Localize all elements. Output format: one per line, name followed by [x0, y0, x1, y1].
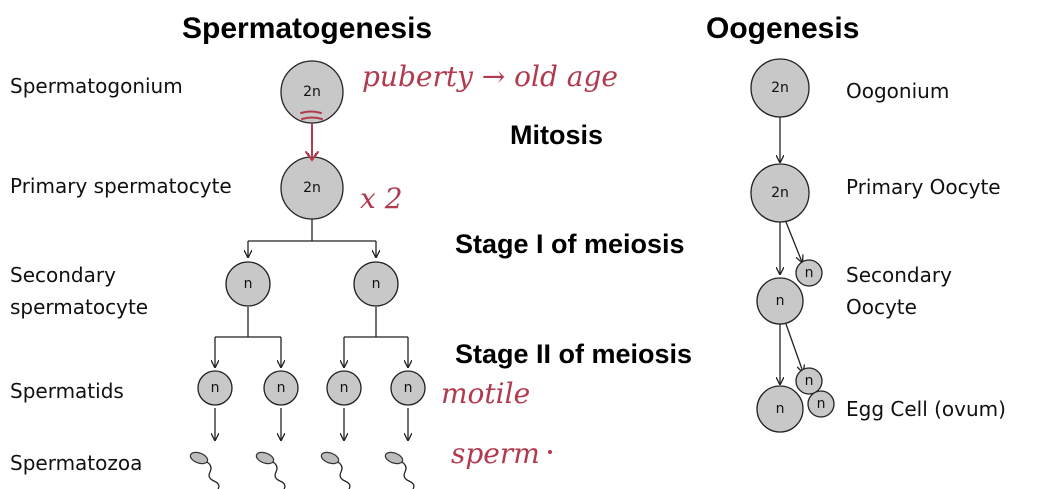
polar-body-2-ploidy: n [805, 373, 814, 389]
spermatogenesis-heading: Spermatogenesis [182, 12, 432, 45]
motile-annotation: motile [441, 377, 530, 410]
primary-to-polar-body-arrow [785, 221, 802, 262]
secondary-spermatocyte-left: n [225, 261, 271, 307]
secondary-spermatocyte-label-line1: Secondary [10, 263, 116, 287]
spermatid-3: n [326, 370, 362, 406]
spermatid-4-ploidy: n [404, 380, 413, 396]
times-two-annotation: x 2 [360, 182, 403, 215]
puberty-annotation: puberty → old age [362, 60, 618, 93]
secondary-oocyte-cell: n [756, 277, 804, 325]
mitosis-label: Mitosis [510, 120, 603, 150]
spermatids-label: Spermatids [10, 379, 124, 403]
oogonium-label: Oogonium [846, 79, 949, 103]
primary-oocyte-label: Primary Oocyte [846, 175, 1001, 199]
spermatogonium-label: Spermatogonium [10, 74, 183, 98]
spermatozoon-1 [189, 451, 220, 489]
secondary-oocyte-label-line1: Secondary [846, 263, 952, 287]
oo-connectors [780, 116, 803, 384]
secondary-spermatocyte-label-line2: spermatocyte [10, 295, 148, 319]
primary-oocyte-cell: 2n [750, 163, 810, 223]
primary-spermatocyte-ploidy: 2n [303, 180, 321, 196]
spermatid-3-ploidy: n [340, 380, 349, 396]
sperm-connectors [215, 122, 408, 440]
spermatid-2: n [263, 370, 299, 406]
spermatid-2-ploidy: n [277, 380, 286, 396]
meiosis-1-label: Stage I of meiosis [455, 229, 685, 259]
secondary-left-ploidy: n [244, 276, 253, 292]
ink-dot [548, 450, 552, 454]
primary-oocyte-ploidy: 2n [771, 185, 789, 201]
sperm-annotation: sperm [451, 437, 540, 470]
primary-spermatocyte-cell: 2n [280, 156, 344, 220]
polar-body-1-ploidy: n [805, 265, 814, 281]
oogonium-ploidy: 2n [771, 80, 789, 96]
meiosis-2-label: Stage II of meiosis [455, 339, 692, 369]
underline-mark-2 [301, 116, 323, 120]
polar-body-2: n [795, 367, 823, 395]
egg-cell-label: Egg Cell (ovum) [846, 397, 1006, 421]
spermatozoon-2 [255, 451, 286, 489]
polar-body-1: n [795, 259, 823, 287]
secondary-spermatocyte-right: n [353, 261, 399, 307]
underline-mark-1 [300, 110, 322, 114]
egg-cell: n [756, 385, 804, 433]
spermatid-4: n [390, 370, 426, 406]
spermatogonium-ploidy: 2n [303, 84, 321, 100]
egg-cell-ploidy: n [776, 401, 785, 417]
secondary-oocyte-label-line2: Oocyte [846, 295, 917, 319]
secondary-to-polar-body-arrow [785, 323, 803, 372]
polar-body-3-ploidy: n [817, 396, 826, 412]
spermatogonium-cell: 2n [280, 60, 344, 124]
spermatozoon-4 [384, 451, 415, 489]
spermatid-1: n [197, 370, 233, 406]
secondary-oocyte-ploidy: n [776, 293, 785, 309]
handwritten-marks [300, 110, 552, 454]
spermatozoon-3 [320, 451, 351, 489]
red-arrow-head [305, 151, 319, 162]
spermatozoa-label: Spermatozoa [10, 451, 142, 475]
spermatid-1-ploidy: n [211, 380, 220, 396]
primary-spermatocyte-label: Primary spermatocyte [10, 174, 232, 198]
oogenesis-heading: Oogenesis [706, 12, 859, 45]
oogonium-cell: 2n [750, 58, 810, 118]
secondary-right-ploidy: n [372, 276, 381, 292]
polar-body-3: n [807, 390, 835, 418]
